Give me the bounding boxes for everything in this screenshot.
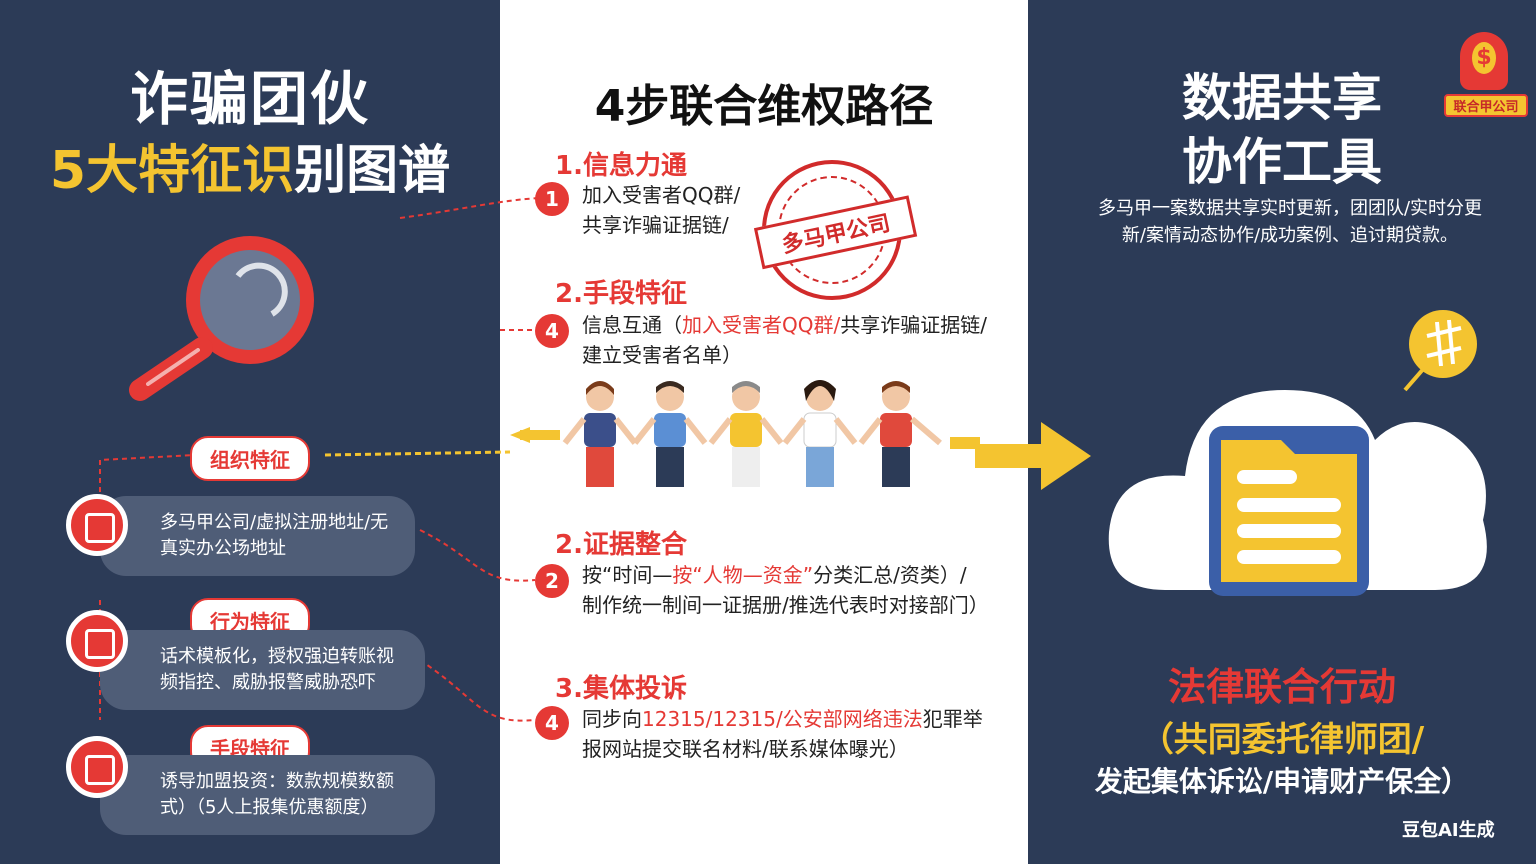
logo-label: 联合甲公司 [1444, 94, 1528, 117]
step-text-3-suffix: 分类汇总/资类）/制作统一制间一证据册/推选代表时对接部门） [582, 563, 989, 617]
step-text-1-line1: 加入受害者QQ群/ [582, 183, 741, 207]
ai-watermark: 豆包AI生成 [1402, 820, 1495, 841]
logo-symbol: $ [1472, 42, 1496, 74]
feature-card-organization: 多马甲公司/虚拟注册地址/无真实办公场地址 [100, 496, 415, 576]
arrow-right-icon [975, 422, 1091, 490]
step-number-3: 2 [535, 564, 569, 598]
method-badge-icon [66, 736, 128, 798]
organization-badge-icon [66, 494, 128, 556]
law-action-line2: （共同委托律师团/ [1139, 720, 1425, 760]
step-text-4-highlight: 12315/12315/公安部网络违法 [642, 707, 923, 731]
left-title-line2: 5大特征识别图谱 [0, 128, 500, 203]
step-heading-1: 1.信息力通 [555, 151, 687, 181]
left-panel [0, 0, 500, 864]
middle-title: 4步联合维权路径 [594, 81, 934, 132]
right-title-line2: 协作工具 [1182, 133, 1382, 191]
company-logo: $ 联合甲公司 [1444, 32, 1528, 122]
left-title-line1: 诈骗团伙 [129, 65, 370, 133]
step-number-1: 1 [535, 182, 569, 216]
step-text-3-highlight: 按“人物—资金” [672, 563, 814, 587]
step-text-3: 按“时间—按“人物—资金”分类汇总/资类）/制作统一制间一证据册/推选代表时对接… [582, 560, 989, 620]
step-text-2-prefix: 信息互通（ [582, 313, 682, 337]
left-title-rest: 别图谱 [294, 141, 451, 201]
step-text-4-suffix: 犯罪举报网站提交联名材料/联系媒体曝光） [582, 707, 983, 761]
law-action-title: 法律联合行动 [1167, 665, 1396, 709]
step-number-4: 4 [535, 706, 569, 740]
law-action-line3: 发起集体诉讼/申请财产保全） [1094, 765, 1470, 798]
step-text-2-highlight: 加入受害者QQ群/ [682, 313, 841, 337]
step-text-2-suffix: 共享诈骗证据链/建立受害者名单） [582, 313, 987, 367]
feature-label-organization: 组织特征 [190, 436, 310, 481]
step-text-3-prefix: 按“时间— [582, 563, 673, 587]
behavior-badge-icon [66, 610, 128, 672]
magnifier-icon [129, 236, 314, 401]
feature-card-behavior: 话术模板化，授权强迫转账视频指控、威胁报警威胁恐吓 [100, 630, 425, 710]
step-number-2: 4 [535, 314, 569, 348]
step-text-1-line2: 共享诈骗证据链/ [582, 213, 729, 237]
step-heading-4: 3.集体投诉 [555, 674, 687, 704]
step-text-4: 同步向12315/12315/公安部网络违法犯罪举报网站提交联名材料/联系媒体曝… [582, 704, 992, 764]
people-chain-illustration [510, 380, 980, 487]
step-text-1: 加入受害者QQ群/ 共享诈骗证据链/ [582, 180, 740, 240]
step-text-4-prefix: 同步向 [582, 707, 642, 731]
step-text-2: 信息互通（加入受害者QQ群/共享诈骗证据链/建立受害者名单） [582, 310, 1002, 370]
step-heading-2: 2.手段特征 [555, 279, 687, 309]
right-title-line1: 数据共享 [1182, 69, 1382, 127]
left-title-highlight: 5大特征识 [49, 141, 295, 201]
step-heading-3: 2.证据整合 [555, 530, 687, 560]
feature-card-method: 诱导加盟投资：数款规模数额式）（5人上报集优惠额度） [100, 755, 435, 835]
right-description: 多马甲一案数据共享实时更新，团团队/实时分更新/案情动态协作/成功案例、追讨期贷… [1097, 198, 1483, 246]
cloud-document-icon [1108, 310, 1487, 596]
